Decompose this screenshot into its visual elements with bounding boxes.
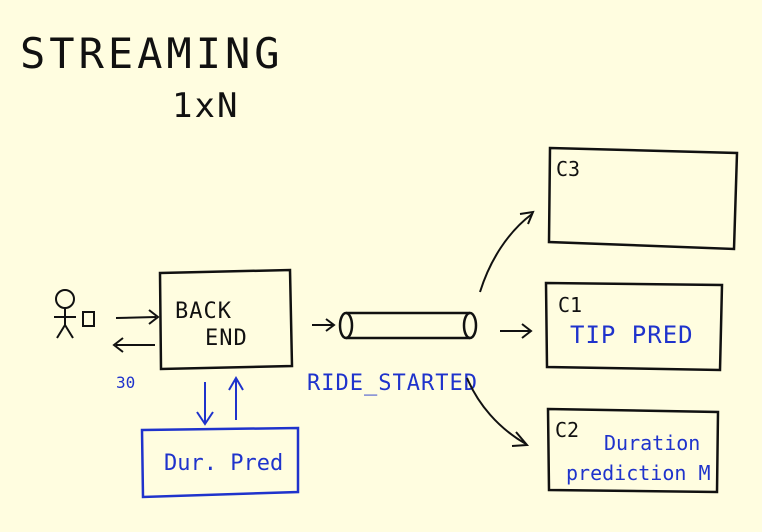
dur-pred-box: Dur. Pred <box>140 426 300 499</box>
consumer-c3-box: C3 <box>547 146 739 251</box>
title-line-2: 1xN <box>172 86 239 126</box>
consumer-c3-id: C3 <box>556 157 580 181</box>
phone-icon <box>82 311 95 327</box>
request-label: 30 <box>116 373 135 392</box>
queue-to-c1-arrow <box>500 323 533 339</box>
user-icon <box>54 289 76 339</box>
queue-label: RIDE_STARTED <box>307 371 478 396</box>
title-line-1: STREAMING <box>20 29 284 78</box>
backend-to-dur-pred-arrow <box>196 382 214 426</box>
queue-to-c3-arrow <box>479 210 535 293</box>
consumer-c1-id: C1 <box>558 293 582 317</box>
backend-to-queue-arrow <box>312 318 336 332</box>
consumer-c2-line-1: Duration <box>604 431 700 455</box>
backend-label-line-1: BACK <box>175 299 232 324</box>
dur-pred-to-backend-arrow <box>228 376 244 420</box>
response-arrow <box>112 337 155 353</box>
title: STREAMING 1xN <box>20 29 284 126</box>
queue-pipe <box>338 311 478 340</box>
dur-pred-label: Dur. Pred <box>164 451 283 476</box>
request-arrow <box>115 309 160 325</box>
backend-box: BACK END <box>158 268 294 371</box>
consumer-c1-label: TIP PRED <box>570 321 694 349</box>
queue-to-c2-arrow <box>466 377 530 447</box>
consumer-c2-box: C2 Duration prediction M <box>546 407 720 494</box>
backend-label-line-2: END <box>205 326 248 351</box>
consumer-c2-id: C2 <box>555 418 579 442</box>
consumer-c1-box: C1 TIP PRED <box>544 281 724 372</box>
consumer-c2-line-2: prediction M <box>566 461 711 485</box>
